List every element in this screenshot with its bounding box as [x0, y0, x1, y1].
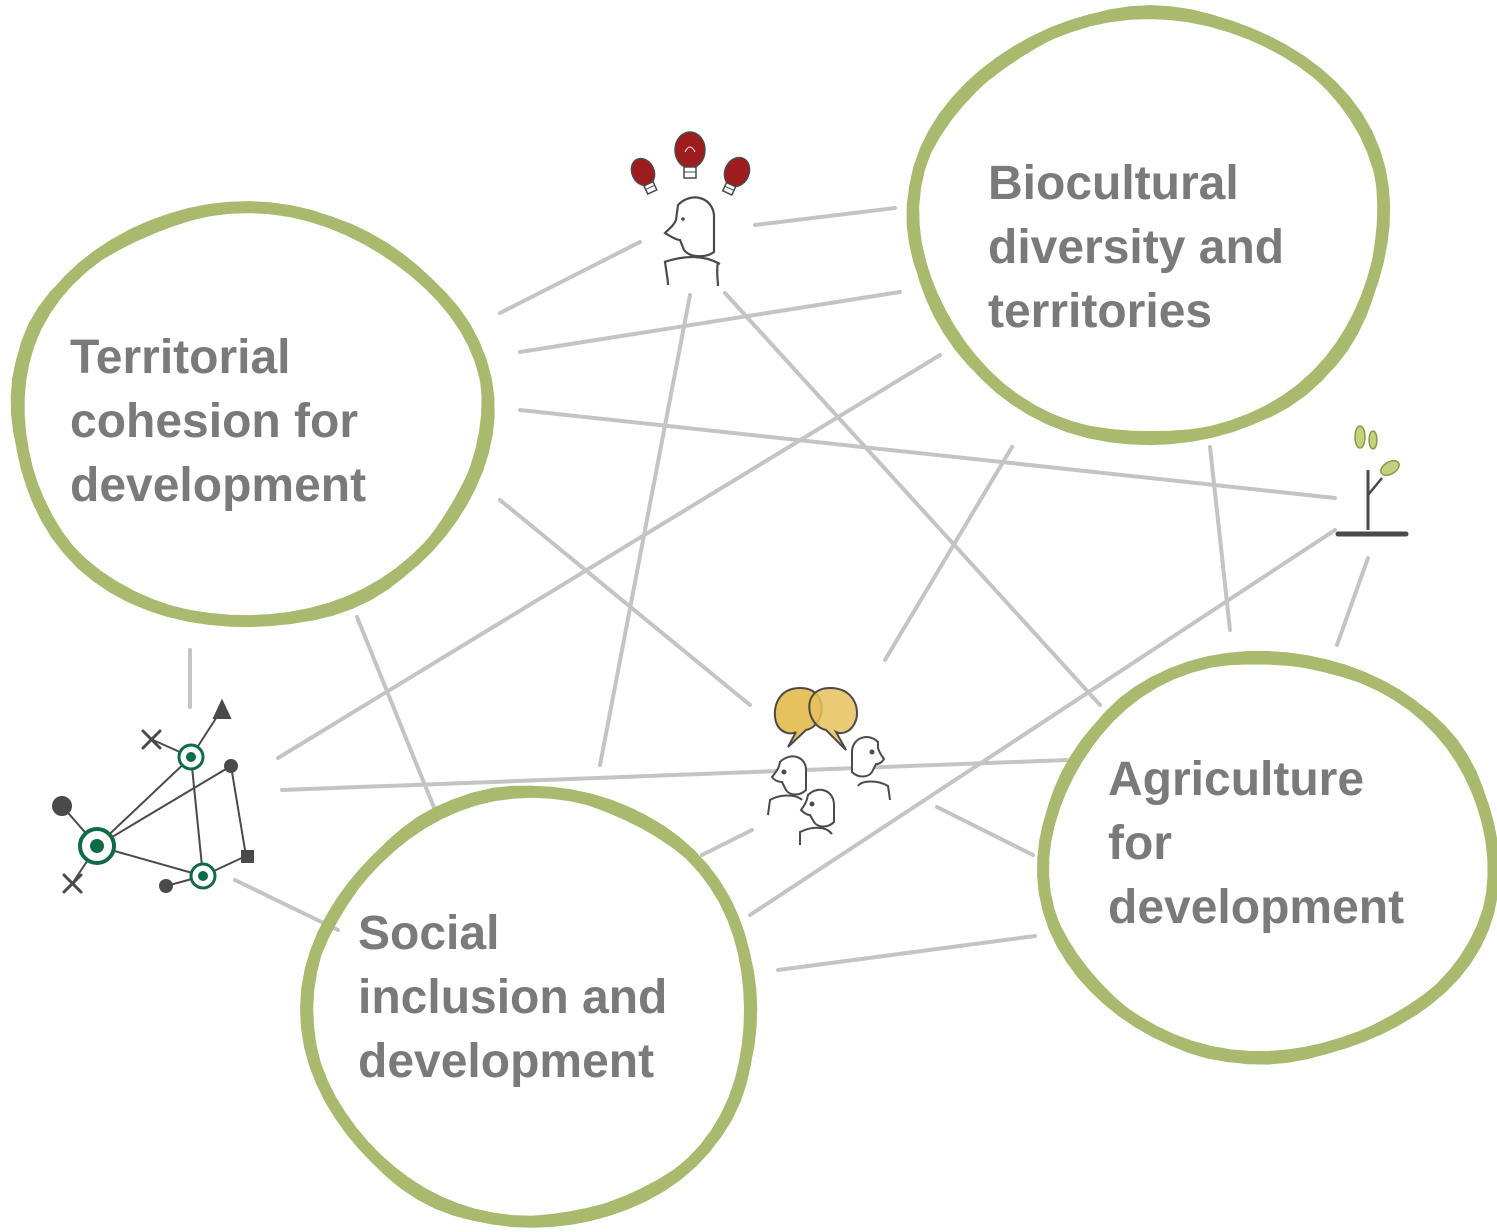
circle-stroke — [10, 206, 486, 625]
circle-stroke — [309, 788, 758, 1225]
social-circle — [300, 785, 758, 1228]
circle-stroke — [304, 785, 755, 1222]
theme-line: development — [1108, 881, 1405, 934]
agriculture-circle — [1037, 651, 1497, 1065]
circle-stroke — [910, 5, 1385, 436]
circle-stroke — [1043, 656, 1497, 1064]
connector-line — [498, 498, 752, 707]
connector-line — [748, 528, 1337, 917]
territorial-circle — [10, 201, 495, 628]
circle-stroke — [906, 7, 1383, 439]
connector-line — [355, 615, 437, 812]
connector-line — [518, 290, 902, 354]
connector-line — [753, 206, 897, 227]
connector-line — [723, 291, 1102, 707]
connector-line — [883, 445, 1014, 662]
seedling-icon — [1335, 425, 1409, 537]
connector-line — [598, 293, 692, 767]
person-with-lightbulbs-icon — [630, 131, 751, 287]
theme-label-social-inclusion: Social inclusion and development — [358, 902, 667, 1094]
theme-line: for — [1108, 817, 1172, 870]
connector-line — [498, 240, 642, 315]
theme-label-agriculture: Agriculture for development — [1108, 748, 1404, 940]
theme-line: Biocultural — [988, 157, 1239, 210]
connector-line — [935, 805, 1035, 857]
theme-label-biocultural-diversity: Biocultural diversity and territories — [988, 152, 1284, 344]
theme-circles — [10, 5, 1497, 1228]
circle-stroke — [13, 207, 492, 627]
theme-line: Territorial — [70, 331, 291, 384]
connector-lines — [188, 206, 1370, 972]
circle-stroke — [1040, 660, 1495, 1065]
connector-line — [1335, 556, 1370, 647]
theme-line: diversity and — [988, 221, 1285, 274]
theme-line: cohesion for — [70, 395, 359, 448]
connector-line — [700, 828, 754, 857]
theme-line: territories — [988, 285, 1213, 338]
theme-line: inclusion and — [358, 971, 668, 1024]
people-talking-icon — [767, 686, 891, 845]
connector-line — [776, 934, 1037, 972]
theme-line: development — [70, 459, 367, 512]
biocultural-circle — [906, 5, 1391, 446]
theme-line: Agriculture — [1108, 753, 1365, 806]
connector-line — [233, 878, 340, 932]
theme-label-territorial-cohesion: Territorial cohesion for development — [70, 326, 366, 518]
theme-line: development — [358, 1035, 655, 1088]
connector-line — [518, 408, 1337, 500]
network-nodes-icon — [52, 698, 254, 894]
connector-line — [280, 758, 1069, 792]
theme-line: Social — [358, 907, 500, 960]
